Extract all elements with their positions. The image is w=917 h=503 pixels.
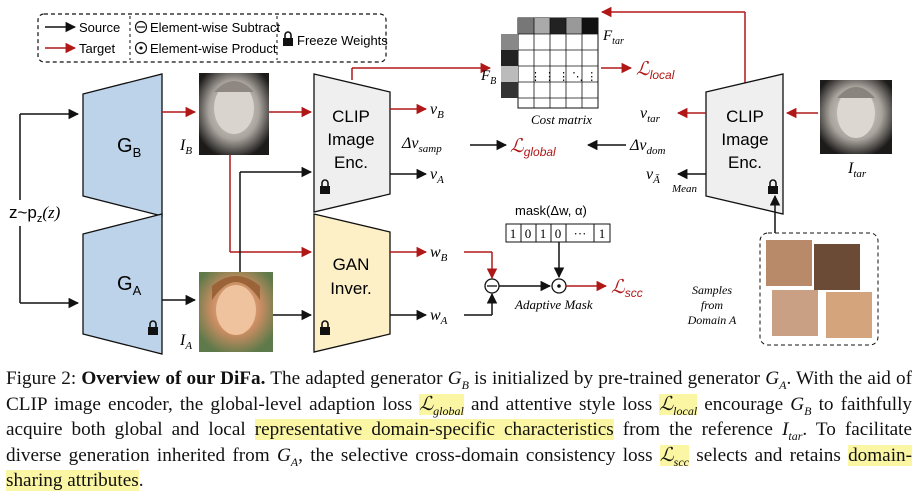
loss-global: ℒglobal: [510, 136, 556, 159]
cost-matrix-label: Cost matrix: [531, 112, 592, 127]
image-itar: [820, 80, 892, 154]
mask-vector: 1 0 1 0 ··· 1: [505, 223, 611, 243]
loss-local: ℒlocal: [636, 59, 675, 82]
svg-text:1: 1: [599, 226, 606, 241]
label-itar: Itar: [847, 160, 867, 180]
cost-matrix: ⋮ ⋮ ⋮ ⋱ ⋮: [501, 17, 599, 109]
loss-scc: ℒscc: [611, 277, 643, 300]
svg-text:GAN: GAN: [333, 255, 370, 274]
svg-text:⋮ ⋮ ⋮ ⋱ ⋮: ⋮ ⋮ ⋮ ⋱ ⋮: [530, 71, 597, 83]
svg-text:Enc.: Enc.: [728, 153, 762, 172]
label-ia: IA: [179, 332, 192, 352]
svg-text:Image: Image: [327, 130, 374, 149]
svg-text:···: ···: [574, 226, 587, 241]
label-dv-dom: Δvdom: [629, 137, 666, 157]
generator-ga: GA: [82, 213, 163, 355]
lock-icon: [320, 320, 330, 335]
lock-icon: [768, 179, 778, 194]
legend-source: Source: [79, 20, 120, 35]
mask-label: mask(Δw, α): [515, 203, 587, 218]
legend-freeze: Freeze Weights: [297, 33, 388, 48]
lock-icon: [320, 179, 330, 194]
svg-text:Domain A: Domain A: [687, 313, 737, 327]
svg-text:Enc.: Enc.: [334, 153, 368, 172]
svg-text:CLIP: CLIP: [726, 107, 764, 126]
label-vb: vB: [430, 101, 444, 121]
adaptive-mask-label: Adaptive Mask: [514, 297, 593, 312]
label-fb: FB: [480, 68, 496, 87]
svg-text:Inver.: Inver.: [330, 279, 372, 298]
legend-target: Target: [79, 41, 116, 56]
label-vtar: vtar: [640, 105, 661, 125]
label-dv-samp: Δvsamp: [401, 135, 442, 155]
lock-icon: [283, 31, 293, 46]
svg-text:from: from: [701, 298, 724, 312]
svg-text:GA: GA: [117, 273, 142, 298]
legend-subtract: Element-wise Subtract: [150, 20, 280, 35]
lock-icon: [148, 320, 158, 335]
figure-label: Figure 2:: [6, 368, 77, 389]
svg-text:GB: GB: [117, 135, 141, 160]
label-wb: wB: [430, 244, 448, 264]
svg-text:0: 0: [555, 226, 562, 241]
svg-text:0: 0: [525, 226, 532, 241]
svg-text:1: 1: [510, 226, 517, 241]
image-ib: [199, 73, 269, 155]
image-ia: [199, 272, 273, 352]
label-va: vA: [430, 166, 444, 186]
label-wa: wA: [430, 307, 448, 327]
method-diagram: Source Target Element-wise Subtract Elem…: [9, 6, 892, 355]
highlight-domain-specific: representative domain-specific character…: [254, 419, 614, 440]
legend: Source Target Element-wise Subtract Elem…: [37, 13, 388, 63]
generator-gb: GB: [82, 73, 163, 217]
figure-caption: Figure 2: Overview of our DiFa. The adap…: [6, 368, 913, 491]
mean-label: Mean: [671, 183, 698, 195]
caption-title: Overview of our DiFa.: [81, 368, 266, 389]
label-vabar: vĀ: [646, 166, 660, 186]
svg-text:1: 1: [540, 226, 547, 241]
svg-text:Samples: Samples: [692, 283, 732, 297]
legend-product: Element-wise Product: [150, 41, 277, 56]
latent-z: z~pz(z): [9, 203, 61, 225]
samples-domain-a: Samples from Domain A: [687, 232, 879, 346]
svg-text:CLIP: CLIP: [332, 107, 370, 126]
clip-encoder-left: CLIP Image Enc.: [313, 73, 391, 213]
clip-encoder-right: CLIP Image Enc.: [705, 73, 784, 215]
gan-inversion: GAN Inver.: [313, 213, 391, 353]
svg-text:Image: Image: [721, 130, 768, 149]
label-ftar: Ftar: [602, 28, 624, 47]
label-ib: IB: [179, 137, 192, 157]
